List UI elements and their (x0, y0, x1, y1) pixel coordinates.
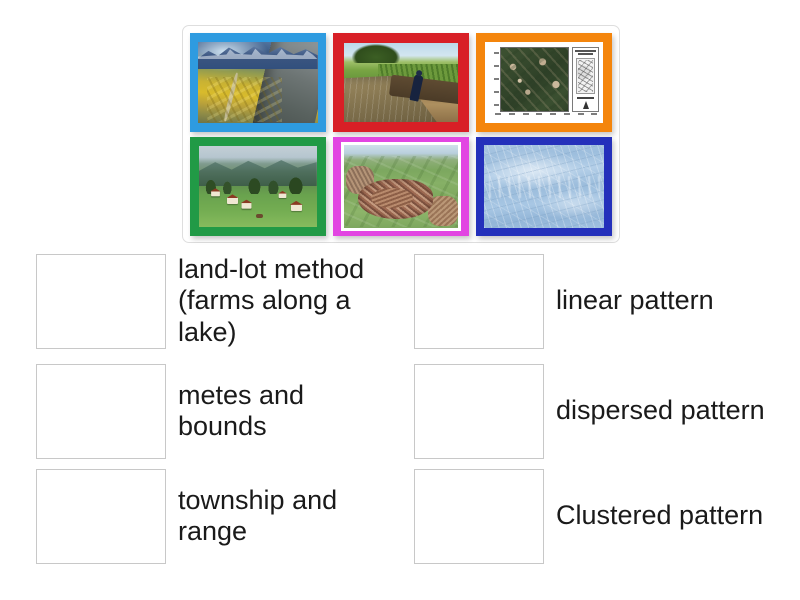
answer-row-3: township and range (36, 468, 396, 564)
image-aerial-valley-fields (197, 41, 318, 123)
image-frame-green[interactable] (189, 136, 326, 236)
answer-row-5: dispersed pattern (414, 363, 765, 459)
map-x-axis-ticks (493, 112, 599, 119)
image-cell-2[interactable] (331, 32, 470, 132)
x-tick (509, 112, 516, 115)
y-tick (494, 91, 500, 93)
drop-box-answer-3[interactable] (36, 468, 166, 564)
town-core-cluster (357, 179, 433, 220)
map-satellite-image (500, 46, 569, 112)
farmhouse-shape (241, 202, 252, 209)
image-frame-navy[interactable] (476, 136, 613, 236)
image-cell-5[interactable] (331, 136, 470, 236)
image-irrigation-ditch (343, 42, 458, 122)
answer-label-2: metes and bounds (178, 379, 305, 441)
answer-label-6: Clustered pattern (556, 500, 764, 531)
map-legend-subtitle-line (578, 52, 593, 55)
x-tick (536, 112, 543, 115)
map-legend-title-line (575, 49, 596, 52)
image-cell-1[interactable] (188, 32, 327, 132)
y-tick (494, 78, 500, 80)
drop-box-answer-6[interactable] (414, 468, 544, 564)
answer-label-3: township and range (178, 484, 338, 546)
answer-label-5: dispersed pattern (556, 395, 765, 426)
image-frame-orange[interactable] (476, 32, 613, 132)
answer-row-2: metes and bounds (36, 363, 396, 459)
answer-row-6: Clustered pattern (414, 468, 763, 564)
x-tick (591, 112, 598, 115)
valley-snow-shape (197, 48, 318, 60)
answer-row-4: linear pattern (414, 253, 714, 349)
map-scale-bar (577, 96, 594, 99)
drop-box-answer-5[interactable] (414, 363, 544, 459)
answer-label-1: land-lot method (farms along a lake) (178, 254, 365, 347)
x-tick (522, 112, 529, 115)
image-cell-6[interactable] (475, 136, 614, 236)
image-matte-white (340, 141, 461, 231)
x-tick (550, 112, 557, 115)
answer-row-1: land-lot method (farms along a lake) (36, 253, 396, 349)
x-tick (577, 112, 584, 115)
map-figure-body (493, 46, 600, 112)
north-arrow-icon (582, 100, 589, 109)
y-tick (494, 65, 500, 67)
drop-box-answer-1[interactable] (36, 253, 166, 349)
image-frame-magenta[interactable] (332, 136, 469, 236)
drop-box-answer-2[interactable] (36, 363, 166, 459)
y-tick (494, 104, 500, 106)
answer-label-4: linear pattern (556, 285, 714, 316)
image-clustered-town-aerial (343, 144, 458, 228)
y-tick (494, 52, 500, 54)
image-alpine-pasture-farms (198, 145, 317, 227)
x-tick (495, 112, 502, 115)
map-legend-panel (571, 46, 600, 112)
map-y-axis-ticks (493, 47, 500, 112)
image-frame-blue[interactable] (189, 32, 326, 132)
town-cluster-tertiary (428, 195, 458, 226)
image-cell-3[interactable] (475, 32, 614, 132)
farmhouse-shape (290, 203, 302, 211)
farmhouse-shape (211, 190, 221, 197)
ditch-tree-shape (351, 44, 400, 64)
image-cell-4[interactable] (188, 136, 327, 236)
image-frame-red[interactable] (332, 32, 469, 132)
image-bank-panel (182, 25, 620, 243)
valley-road-shape (222, 72, 239, 123)
x-tick (563, 112, 570, 115)
cow-shape (256, 213, 264, 218)
image-pale-blue-survey-texture (484, 144, 605, 228)
drop-box-answer-4[interactable] (414, 253, 544, 349)
farmhouse-shape (226, 197, 238, 205)
image-satellite-map-figure (485, 41, 604, 123)
pasture-treeline-shape (198, 173, 317, 195)
map-inset-locator (575, 57, 596, 94)
farmhouse-shape (278, 193, 286, 199)
